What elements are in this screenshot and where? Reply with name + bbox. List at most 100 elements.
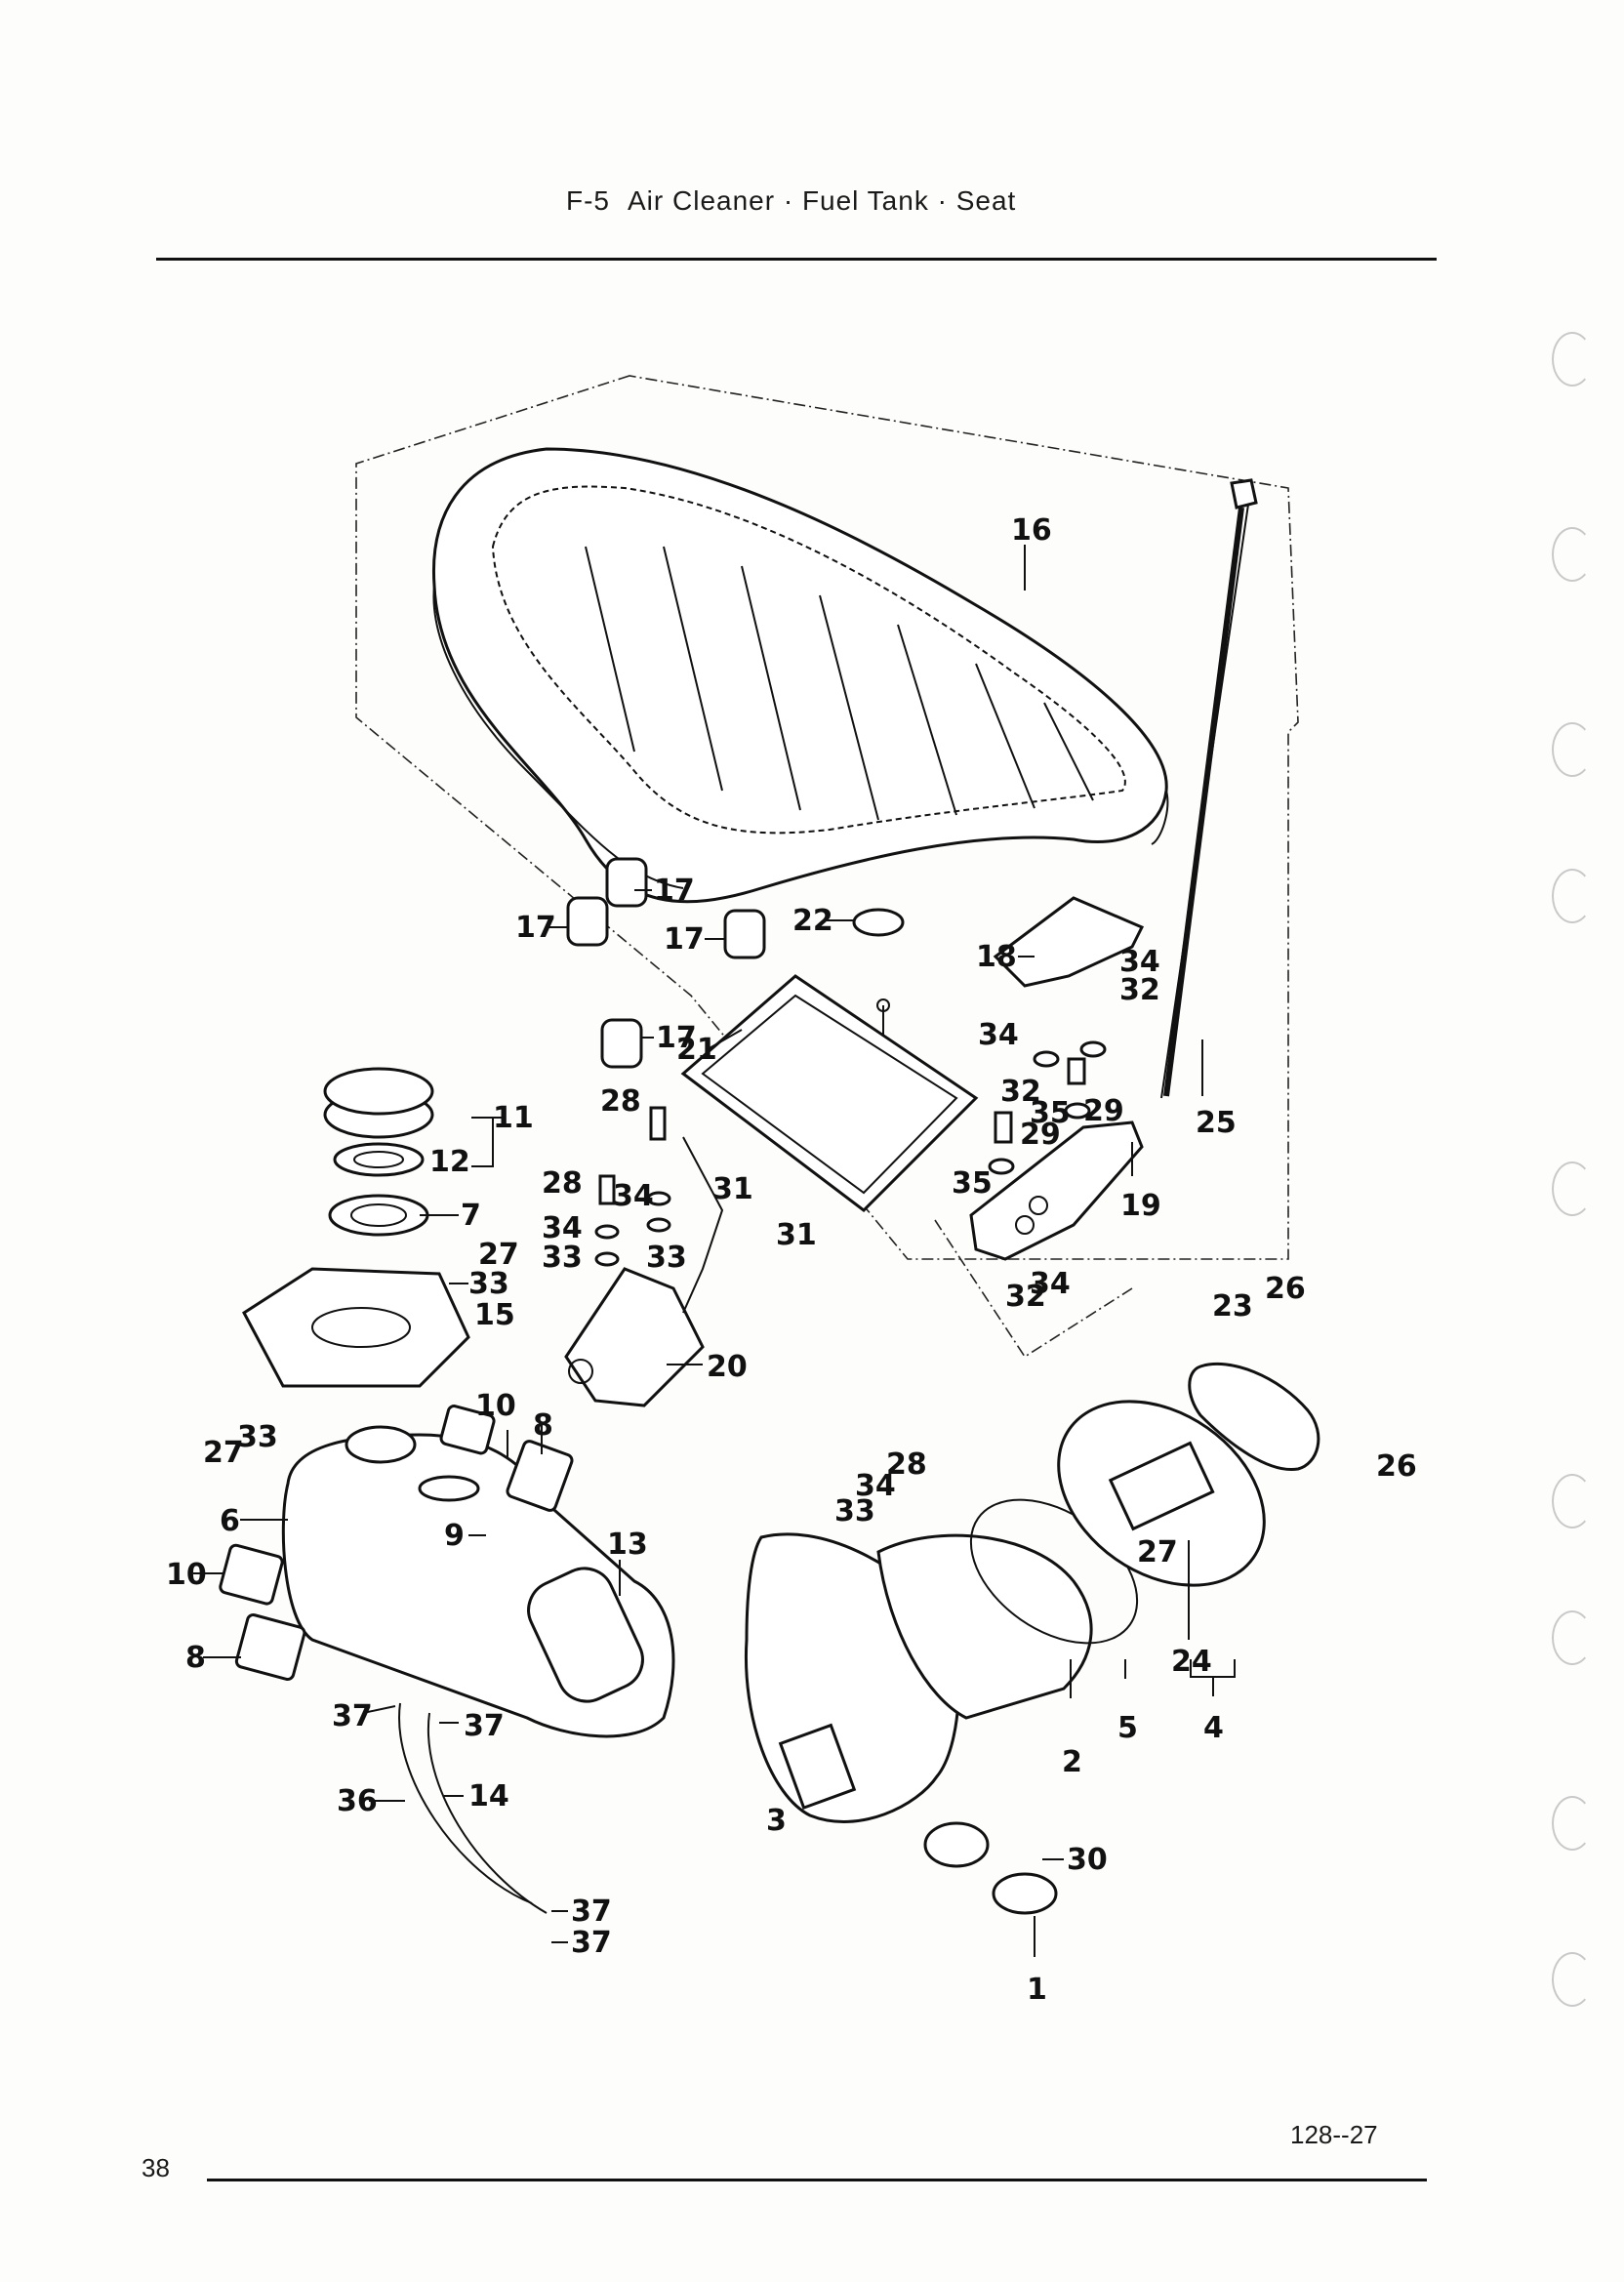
callout-35: 35 — [952, 1166, 993, 1201]
callout-3: 3 — [766, 1804, 787, 1838]
callout-18: 18 — [976, 940, 1017, 974]
pad — [439, 1405, 496, 1455]
pad — [506, 1440, 574, 1512]
callout-15: 15 — [474, 1298, 515, 1332]
callout-34: 34 — [1119, 945, 1160, 979]
callout-28: 28 — [600, 1084, 641, 1119]
tool-bracket — [969, 1121, 1144, 1261]
drain-hose — [398, 1702, 533, 1904]
callout-28: 28 — [542, 1166, 583, 1201]
page-number: 38 — [142, 2153, 170, 2182]
callout-37: 37 — [332, 1699, 373, 1733]
callout-37: 37 — [464, 1709, 505, 1743]
callout-5: 5 — [1117, 1711, 1138, 1745]
bracket-hardware — [988, 1040, 1107, 1175]
callout-17: 17 — [656, 1021, 697, 1055]
callout-34: 34 — [613, 1179, 654, 1213]
figure-title: Air Cleaner · Fuel Tank · Seat — [628, 185, 1017, 216]
callout-10: 10 — [166, 1558, 207, 1592]
seat-group-outline — [355, 375, 1299, 1260]
callout-36: 36 — [337, 1784, 378, 1818]
binder-hole — [1552, 1610, 1593, 1665]
callout-33: 33 — [468, 1267, 509, 1301]
callout-22: 22 — [792, 904, 833, 938]
binder-hole — [1552, 722, 1593, 777]
drain-hose — [426, 1712, 548, 1914]
callout-35: 35 — [1030, 1096, 1071, 1130]
cover-plate — [1188, 1362, 1320, 1472]
callout-37: 37 — [571, 1895, 612, 1929]
callout-23: 23 — [1212, 1289, 1253, 1324]
callout-29: 29 — [1020, 1118, 1061, 1152]
header-rule — [156, 258, 1437, 261]
callout-27: 27 — [478, 1238, 519, 1272]
grommet — [852, 908, 905, 937]
pad — [219, 1543, 284, 1606]
callout-17: 17 — [515, 911, 556, 945]
seat-dampers — [566, 857, 766, 1069]
cleaner-cap-stack — [323, 1067, 434, 1237]
callout-26: 26 — [1265, 1272, 1306, 1306]
callout-27: 27 — [203, 1436, 244, 1470]
bracket-group-outline — [934, 1219, 1133, 1359]
callout-27: 27 — [1137, 1535, 1178, 1569]
callout-2: 2 — [1062, 1745, 1082, 1779]
callout-30: 30 — [1067, 1843, 1108, 1877]
figure-code: F-5 — [566, 185, 610, 216]
bolt-washer-stack — [594, 1106, 671, 1267]
callout-32: 32 — [1119, 973, 1160, 1007]
callout-17: 17 — [664, 922, 705, 957]
callout-labels: 16 17 17 17 17 22 21 18 34 32 34 32 29 2… — [166, 513, 1417, 2007]
binder-hole — [1552, 1161, 1593, 1216]
callout-11: 11 — [493, 1101, 534, 1135]
seat — [431, 447, 1169, 904]
starter-relay — [564, 1136, 724, 1407]
plate-code: 128--27 — [1290, 2120, 1378, 2149]
callout-28: 28 — [886, 1447, 927, 1482]
callout-34: 34 — [1030, 1267, 1071, 1301]
callout-4: 4 — [1203, 1711, 1224, 1745]
callout-13: 13 — [607, 1528, 648, 1562]
binder-hole — [1552, 1952, 1593, 2007]
diagram-title: F-5 Air Cleaner · Fuel Tank · Seat — [566, 185, 1034, 217]
callout-33: 33 — [834, 1494, 875, 1528]
callout-20: 20 — [707, 1350, 748, 1384]
callout-25: 25 — [1196, 1106, 1237, 1140]
callout-34: 34 — [978, 1018, 1019, 1052]
hose-clamp — [992, 1872, 1058, 1915]
callout-37: 37 — [571, 1926, 612, 1960]
callout-33: 33 — [237, 1420, 278, 1454]
callout-31: 31 — [776, 1218, 817, 1252]
callout-6: 6 — [220, 1504, 240, 1538]
binder-hole — [1552, 869, 1593, 923]
callout-21: 21 — [676, 1033, 717, 1067]
pad — [234, 1613, 306, 1681]
callout-16: 16 — [1011, 513, 1052, 548]
callout-26: 26 — [1376, 1449, 1417, 1484]
long-bolt — [1160, 478, 1258, 1099]
battery-case — [680, 974, 979, 1212]
callout-34: 34 — [855, 1469, 896, 1503]
callout-14: 14 — [468, 1779, 509, 1813]
callout-24: 24 — [1171, 1645, 1212, 1679]
cleaner-bracket — [242, 1267, 470, 1388]
callout-32: 32 — [1000, 1075, 1041, 1109]
binder-hole — [1552, 1796, 1593, 1851]
binder-hole — [1552, 1474, 1593, 1528]
callout-19: 19 — [1120, 1189, 1161, 1223]
callout-1: 1 — [1027, 1973, 1047, 2007]
cleaner-element — [876, 1533, 1093, 1720]
callout-29: 29 — [1083, 1094, 1124, 1128]
air-cleaner-body — [281, 1425, 675, 1738]
binder-hole — [1552, 332, 1593, 387]
callout-33: 33 — [646, 1241, 687, 1275]
callout-33: 33 — [542, 1241, 583, 1275]
callout-31: 31 — [712, 1172, 753, 1206]
callout-34: 34 — [542, 1211, 583, 1245]
cleaner-cover — [1057, 1400, 1266, 1587]
callout-17: 17 — [654, 874, 695, 908]
seat-bracket — [993, 896, 1145, 988]
binder-hole — [1552, 527, 1593, 582]
leader-lines — [193, 545, 1236, 1957]
